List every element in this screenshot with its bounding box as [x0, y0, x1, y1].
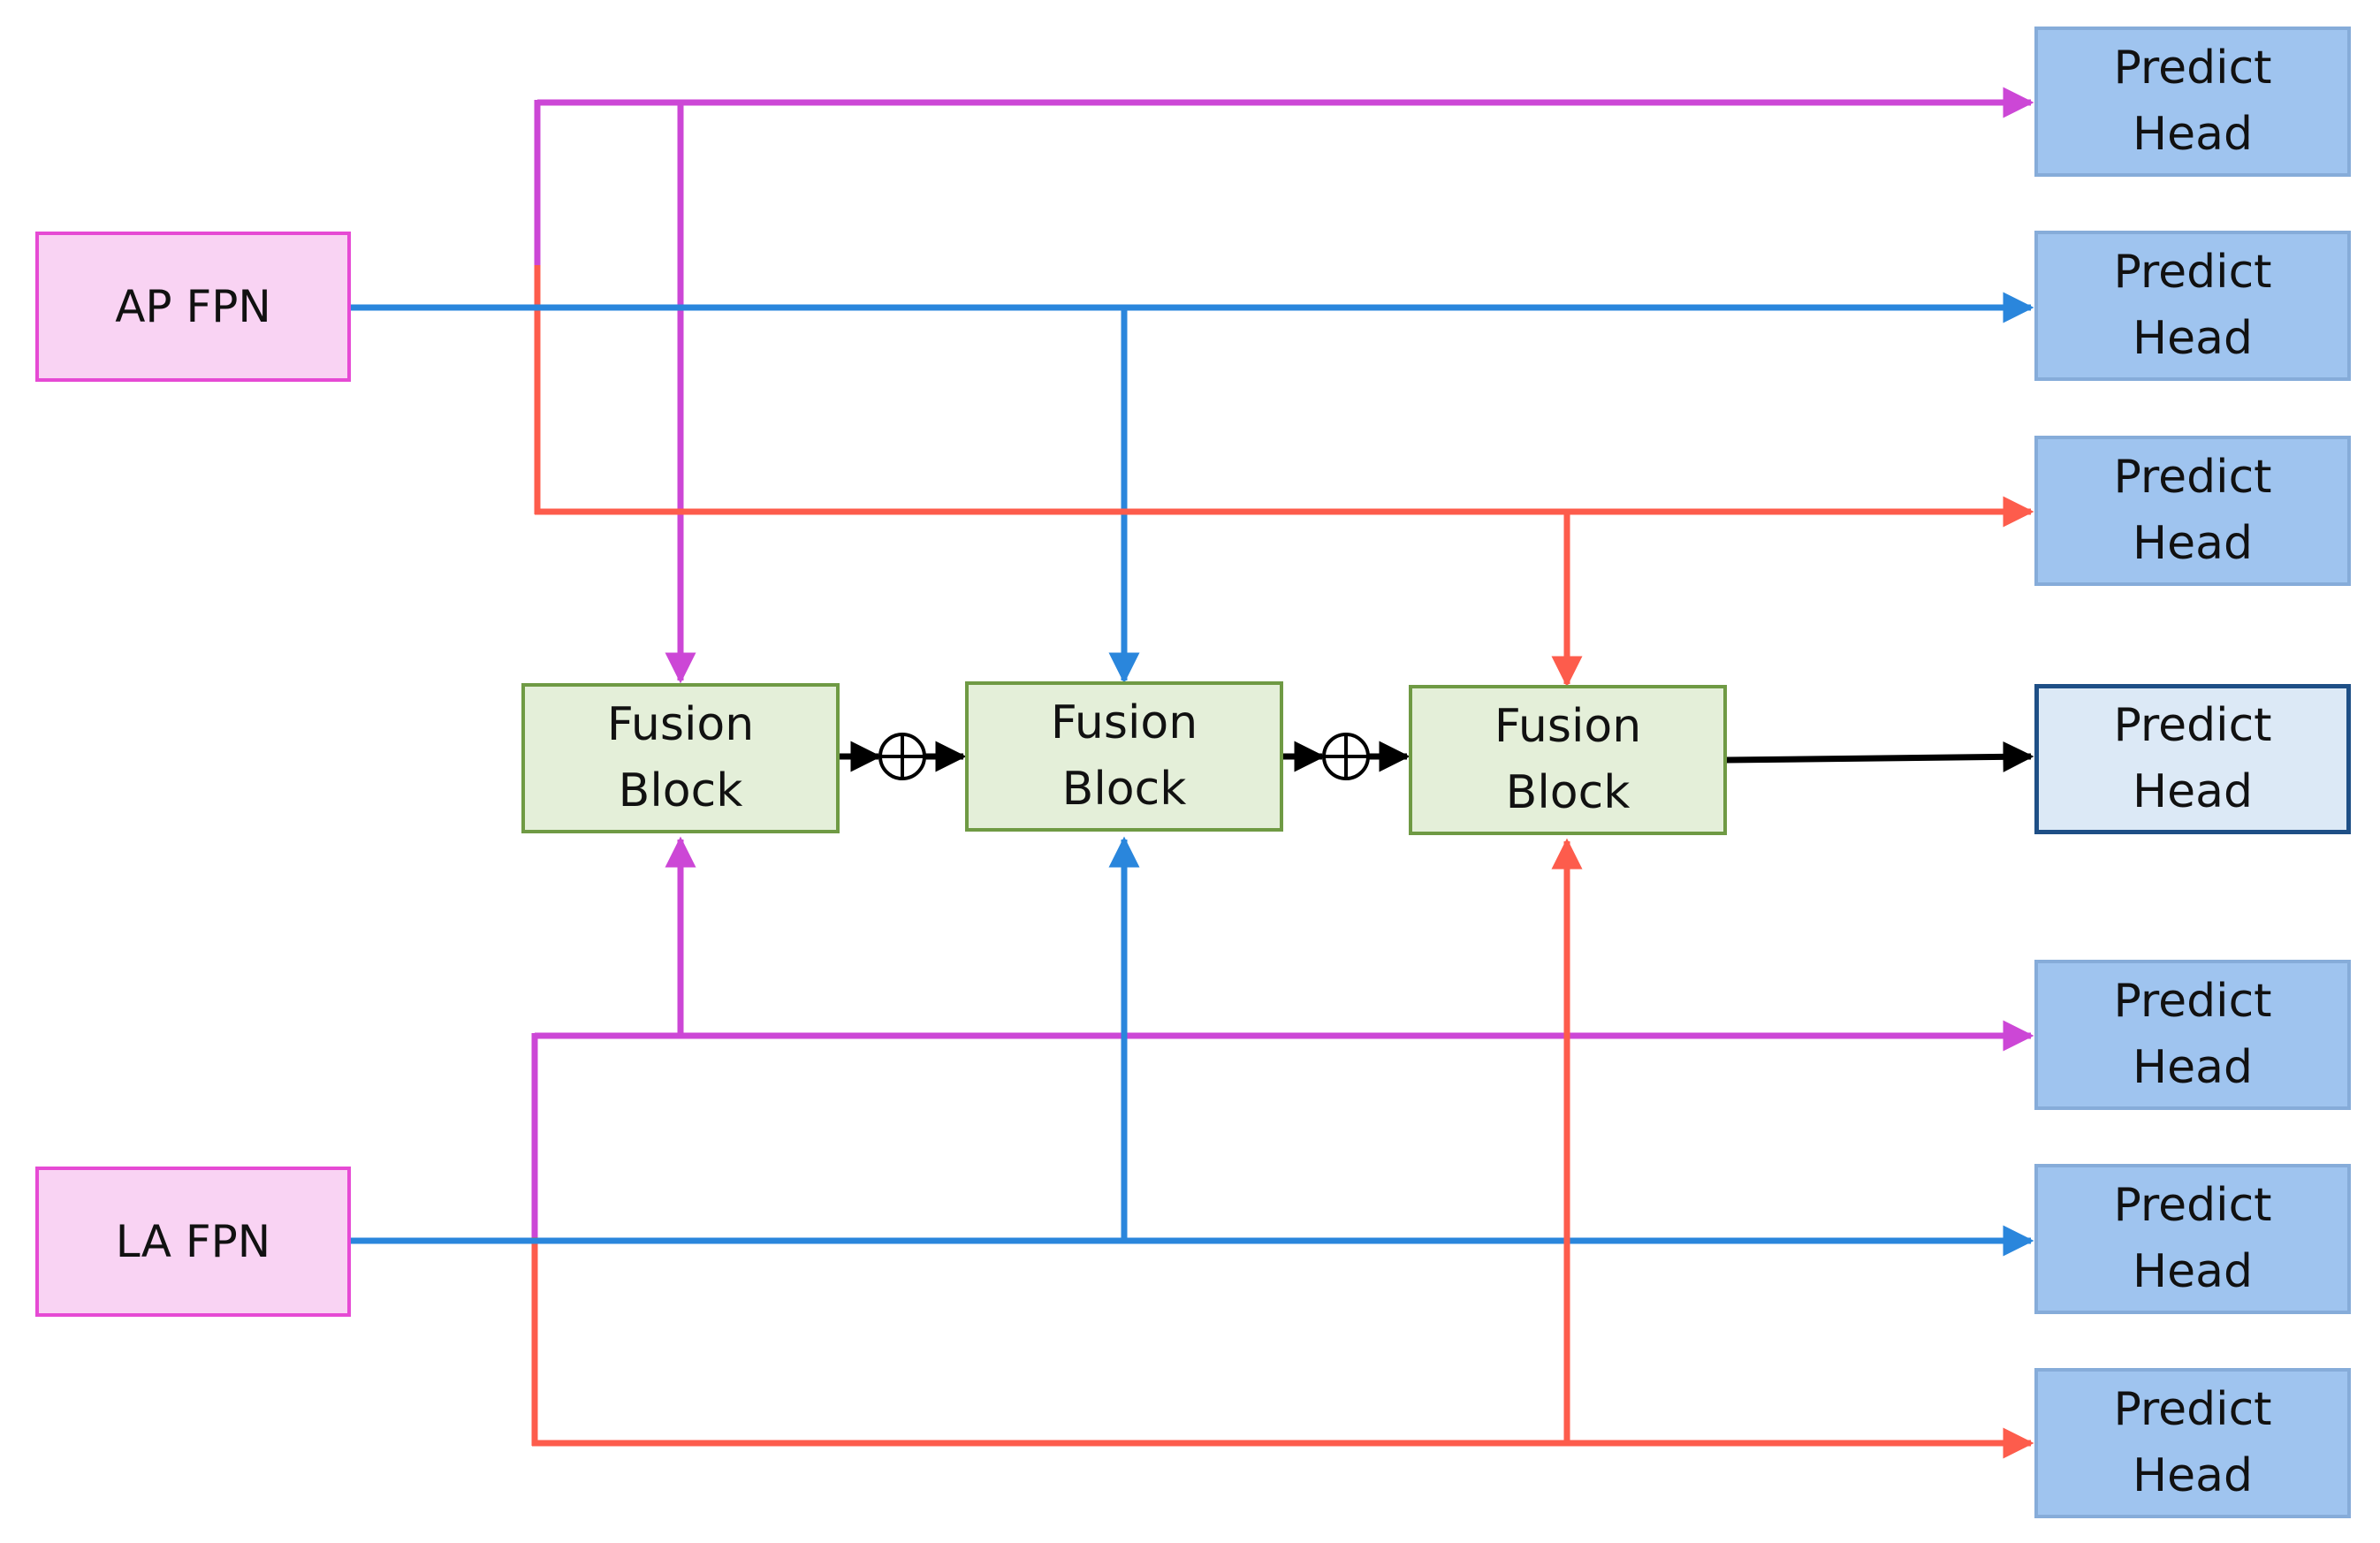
- predict-head-2-line2: Head: [2133, 312, 2253, 365]
- predict-head-5: Predict Head: [2034, 960, 2351, 1110]
- fusion-block-2-line2: Block: [1061, 763, 1187, 816]
- fusion-block-3-line2: Block: [1505, 766, 1631, 819]
- predict-head-3-line1: Predict: [2113, 450, 2272, 504]
- predict-head-1: Predict Head: [2034, 27, 2351, 177]
- predict-head-4-line1: Predict: [2113, 698, 2272, 752]
- predict-head-2-line1: Predict: [2113, 245, 2272, 299]
- fusion-block-1-line1: Fusion: [606, 697, 755, 751]
- predict-head-7-line1: Predict: [2113, 1382, 2272, 1436]
- predict-head-7-line2: Head: [2133, 1449, 2253, 1502]
- fusion-block-1: Fusion Block: [521, 683, 840, 833]
- fusion-block-3: Fusion Block: [1409, 685, 1727, 835]
- fusion-block-3-line1: Fusion: [1494, 699, 1642, 753]
- predict-head-4-line2: Head: [2133, 765, 2253, 818]
- fusion-block-2: Fusion Block: [965, 681, 1283, 832]
- predict-head-5-line2: Head: [2133, 1041, 2253, 1094]
- fusion-block-2-line1: Fusion: [1050, 695, 1198, 749]
- fusion-block-1-line2: Block: [618, 764, 743, 817]
- predict-head-2: Predict Head: [2034, 231, 2351, 381]
- la-fpn-label: LA FPN: [115, 1215, 271, 1267]
- predict-head-6-line1: Predict: [2113, 1178, 2272, 1232]
- ap-fpn-box: AP FPN: [35, 232, 351, 382]
- plus-operator-2: [1322, 733, 1370, 780]
- predict-head-3: Predict Head: [2034, 436, 2351, 586]
- la-fpn-box: LA FPN: [35, 1167, 351, 1317]
- predict-head-5-line1: Predict: [2113, 974, 2272, 1028]
- plus-operator-1: [878, 733, 926, 780]
- predict-head-1-line1: Predict: [2113, 41, 2272, 95]
- predict-head-6: Predict Head: [2034, 1164, 2351, 1314]
- predict-head-3-line2: Head: [2133, 517, 2253, 570]
- predict-head-1-line2: Head: [2133, 108, 2253, 161]
- ap-fpn-label: AP FPN: [115, 280, 271, 332]
- predict-head-6-line2: Head: [2133, 1245, 2253, 1298]
- predict-head-final: Predict Head: [2034, 684, 2351, 834]
- fusion3-to-final-head: [1725, 741, 2034, 772]
- predict-head-7: Predict Head: [2034, 1368, 2351, 1518]
